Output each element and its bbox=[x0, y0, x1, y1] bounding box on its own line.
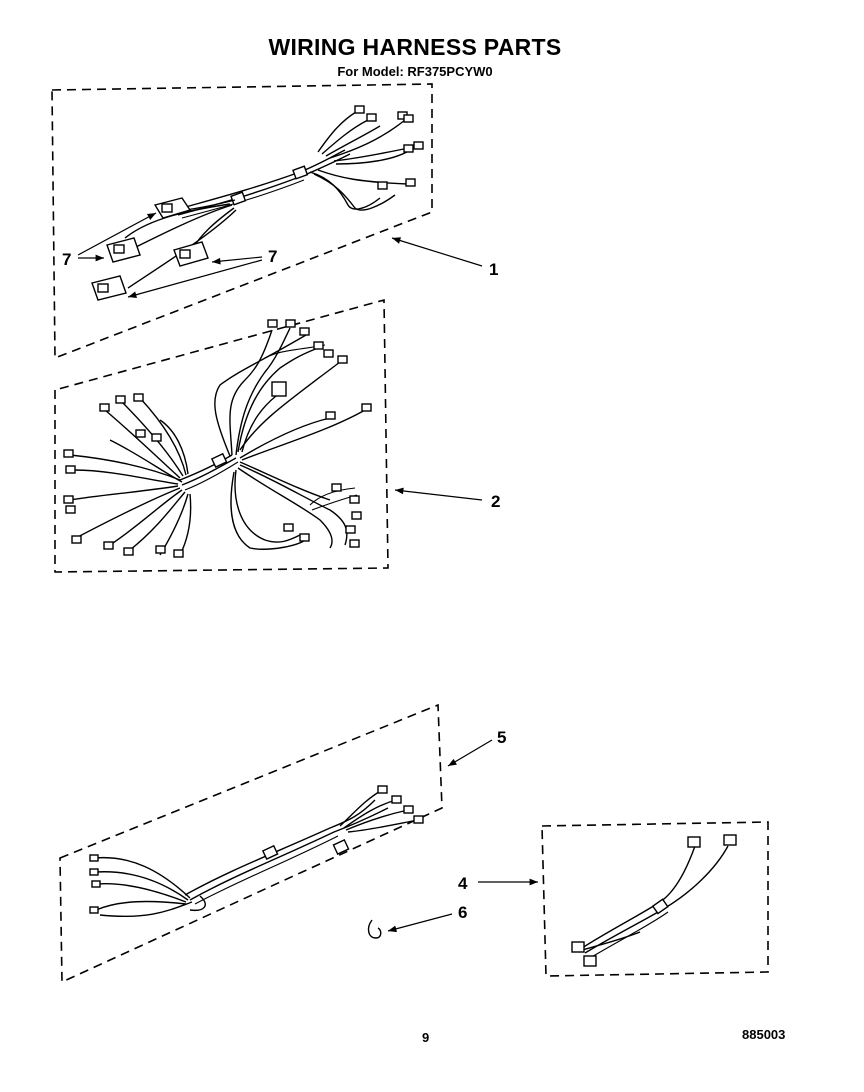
model-subtitle: For Model: RF375PCYW0 bbox=[337, 64, 493, 79]
callout-5: 5 bbox=[497, 728, 507, 747]
harness-part-2 bbox=[54, 298, 483, 573]
callout-7-left: 7 bbox=[62, 250, 72, 269]
callout-2: 2 bbox=[491, 492, 501, 511]
harness-part-1 bbox=[51, 83, 483, 360]
page-title: WIRING HARNESS PARTS bbox=[268, 34, 562, 60]
clip-part-6 bbox=[367, 913, 453, 939]
callout-7-right: 7 bbox=[268, 247, 278, 266]
callout-4: 4 bbox=[458, 874, 468, 893]
document-number: 885003 bbox=[742, 1027, 786, 1042]
callout-6: 6 bbox=[458, 903, 468, 922]
harness-part-5 bbox=[59, 703, 493, 984]
callout-1: 1 bbox=[489, 260, 499, 279]
page-number: 9 bbox=[422, 1030, 430, 1045]
harness-part-4 bbox=[478, 821, 769, 977]
